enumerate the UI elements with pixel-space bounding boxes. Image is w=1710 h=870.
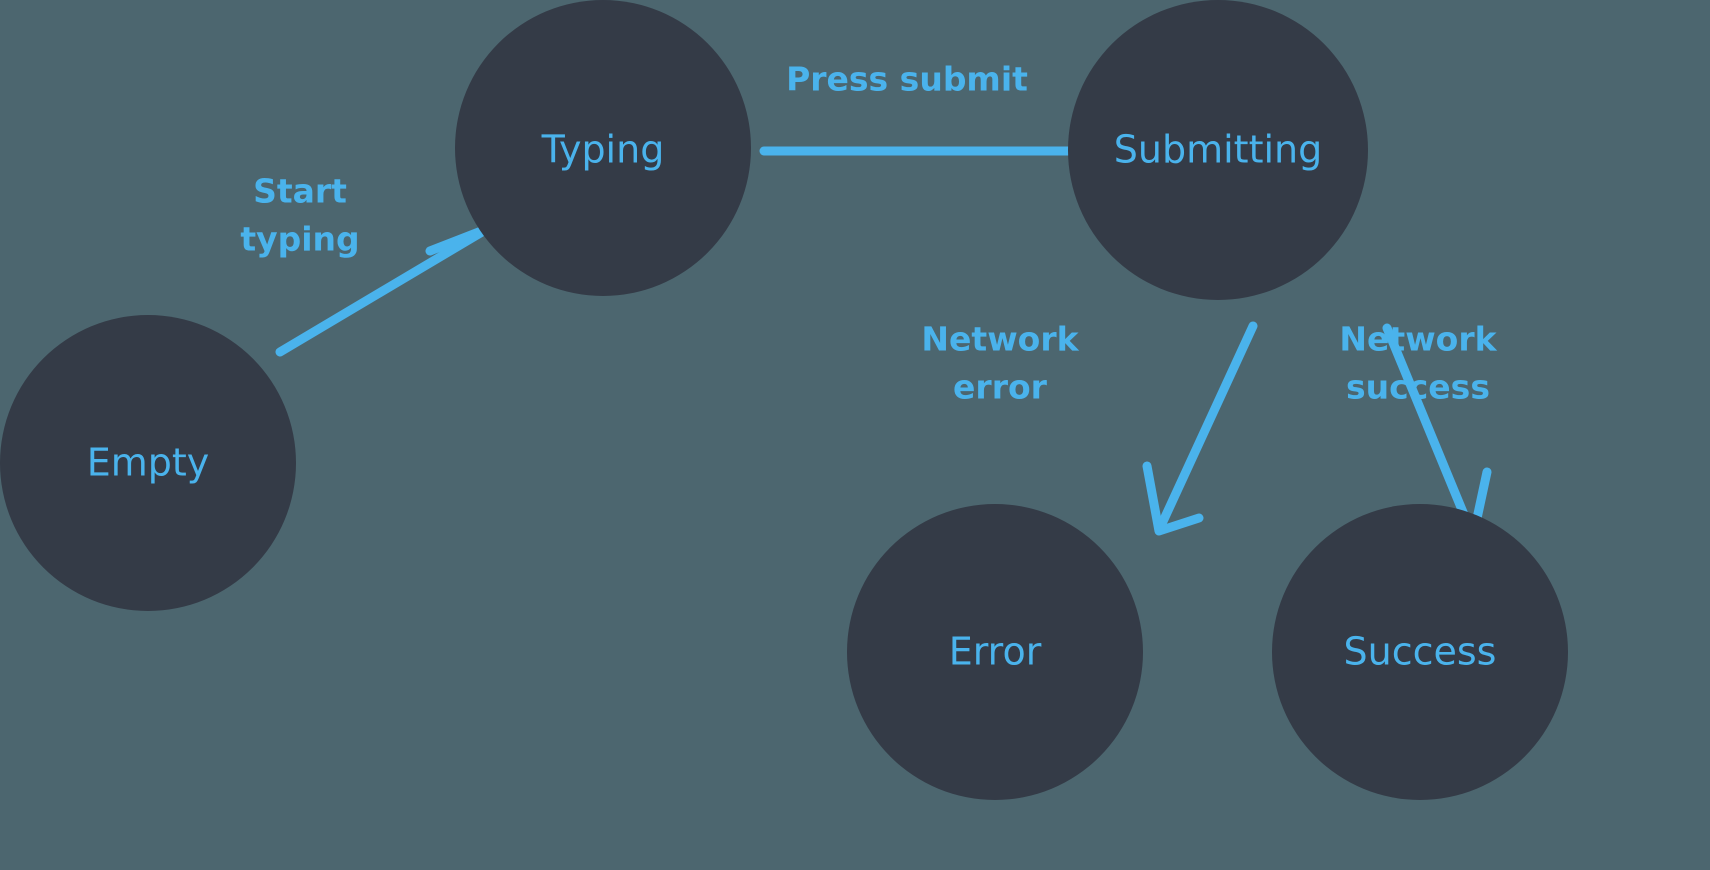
edge-label-press-submit: Press submit <box>786 60 1028 99</box>
edge-label-network-error-line1: Network <box>921 320 1079 359</box>
node-typing-label: Typing <box>541 128 665 172</box>
edge-label-network-error-line2: error <box>953 368 1048 407</box>
node-success-label: Success <box>1344 630 1497 674</box>
edge-label-start-typing: Start typing <box>240 172 359 259</box>
edge-submitting-to-error[interactable] <box>1142 321 1258 536</box>
node-error-label: Error <box>949 630 1042 674</box>
node-empty-label: Empty <box>87 441 210 485</box>
edge-label-network-error: Network error <box>921 320 1079 407</box>
edge-label-press-submit-line1: Press submit <box>786 60 1028 99</box>
node-error-circle <box>847 504 1143 800</box>
edge-submitting-to-error-line <box>1155 321 1258 533</box>
edge-label-start-typing-line1: Start <box>253 172 347 211</box>
edge-submitting-to-error-arrowhead <box>1142 461 1204 536</box>
edge-label-network-success: Network success <box>1339 320 1497 407</box>
node-submitting-label: Submitting <box>1114 128 1322 172</box>
node-empty-circle <box>0 315 296 611</box>
node-typing[interactable]: Typing <box>455 0 751 296</box>
edge-label-network-success-line2: success <box>1346 368 1490 407</box>
node-empty[interactable]: Empty <box>0 315 296 611</box>
edge-submitting-to-success-line <box>1382 323 1477 539</box>
edge-label-network-success-line1: Network <box>1339 320 1497 359</box>
node-success-circle <box>1272 504 1568 800</box>
node-submitting-circle <box>1068 0 1368 300</box>
edge-empty-to-typing-line <box>275 227 487 357</box>
node-typing-circle <box>455 0 751 296</box>
node-success[interactable]: Success <box>1272 504 1568 800</box>
node-submitting[interactable]: Submitting <box>1068 0 1368 300</box>
edge-label-start-typing-line2: typing <box>240 220 359 259</box>
node-error[interactable]: Error <box>847 504 1143 800</box>
